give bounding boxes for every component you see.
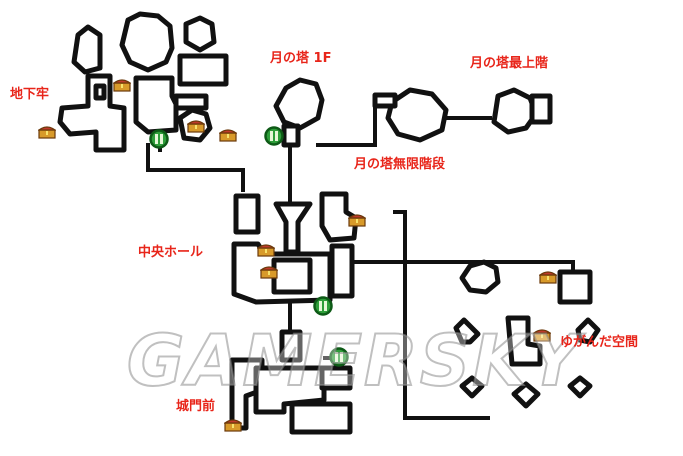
treasure-chest-icon	[224, 418, 242, 432]
room-central-statue	[273, 201, 313, 255]
room-central-core	[271, 257, 313, 295]
room-distorted-northeast	[557, 269, 593, 305]
treasure-chest-icon	[260, 265, 278, 279]
room-dungeon-big-tower	[119, 11, 175, 73]
treasure-chest-icon	[219, 128, 237, 142]
warp-point-icon	[313, 296, 333, 316]
room-distorted-block	[505, 315, 543, 367]
room-moon-tower-stairs-left	[372, 92, 398, 109]
room-distorted-plus-top	[459, 259, 501, 295]
label-moon-tower-stairs: 月の塔無限階段	[354, 157, 446, 172]
treasure-chest-icon	[348, 213, 366, 227]
gate-rooms	[229, 329, 353, 435]
label-central-hall: 中央ホール	[138, 245, 204, 260]
room-dungeon-top-left	[71, 24, 103, 75]
room-gate-upper	[279, 329, 303, 363]
room-gate-south	[289, 401, 353, 435]
label-castle-gate: 城門前	[176, 399, 216, 414]
dungeon-rooms	[57, 11, 229, 153]
room-gate-east	[319, 365, 353, 391]
room-moon-tower-top-right	[529, 93, 553, 125]
room-central-east	[329, 243, 355, 299]
room-central-west	[233, 193, 261, 235]
room-distorted-plus-bottom-right	[567, 375, 593, 399]
corridor-tower1f-stairs	[316, 103, 377, 147]
treasure-chest-icon	[187, 119, 205, 133]
room-moon-tower-1f	[273, 77, 325, 131]
room-dungeon-middle-block	[173, 93, 209, 111]
central-rooms	[231, 191, 359, 305]
room-dungeon-west-block	[57, 73, 127, 153]
corridor-central-east	[328, 260, 575, 277]
treasure-chest-icon	[257, 243, 275, 257]
room-distorted-plus-bottom-left	[459, 375, 485, 399]
label-distorted-space: ゆがんだ空間	[560, 335, 639, 350]
corridor-dungeon-central	[146, 143, 245, 192]
treasure-chest-icon	[113, 78, 131, 92]
corridor-central-distorted	[393, 210, 490, 420]
warp-point-icon	[329, 347, 349, 367]
label-moon-tower-1f: 月の塔 1F	[270, 51, 332, 66]
room-distorted-plus-bottom-mid	[511, 381, 541, 409]
tower-rooms	[273, 77, 553, 148]
watermark: GAMERSKY	[126, 320, 582, 402]
room-moon-tower-1f-stem	[281, 123, 301, 148]
room-dungeon-top-right	[177, 53, 229, 87]
room-distorted-plus-mid	[575, 317, 601, 345]
room-moon-tower-stairs	[385, 87, 449, 143]
treasure-chest-icon	[533, 328, 551, 342]
room-dungeon-hall	[133, 75, 179, 135]
treasure-chest-icon	[38, 125, 56, 139]
label-moon-tower-top: 月の塔最上階	[470, 56, 549, 71]
warp-point-icon	[149, 129, 169, 149]
warp-point-icon	[264, 126, 284, 146]
treasure-chest-icon	[539, 270, 557, 284]
room-dungeon-small-tower	[183, 15, 217, 53]
room-distorted-plus-left	[453, 317, 481, 345]
distorted-rooms	[453, 259, 601, 409]
room-central-north	[319, 191, 359, 243]
room-dungeon-left-bar	[93, 83, 107, 101]
label-dungeon: 地下牢	[10, 87, 50, 102]
